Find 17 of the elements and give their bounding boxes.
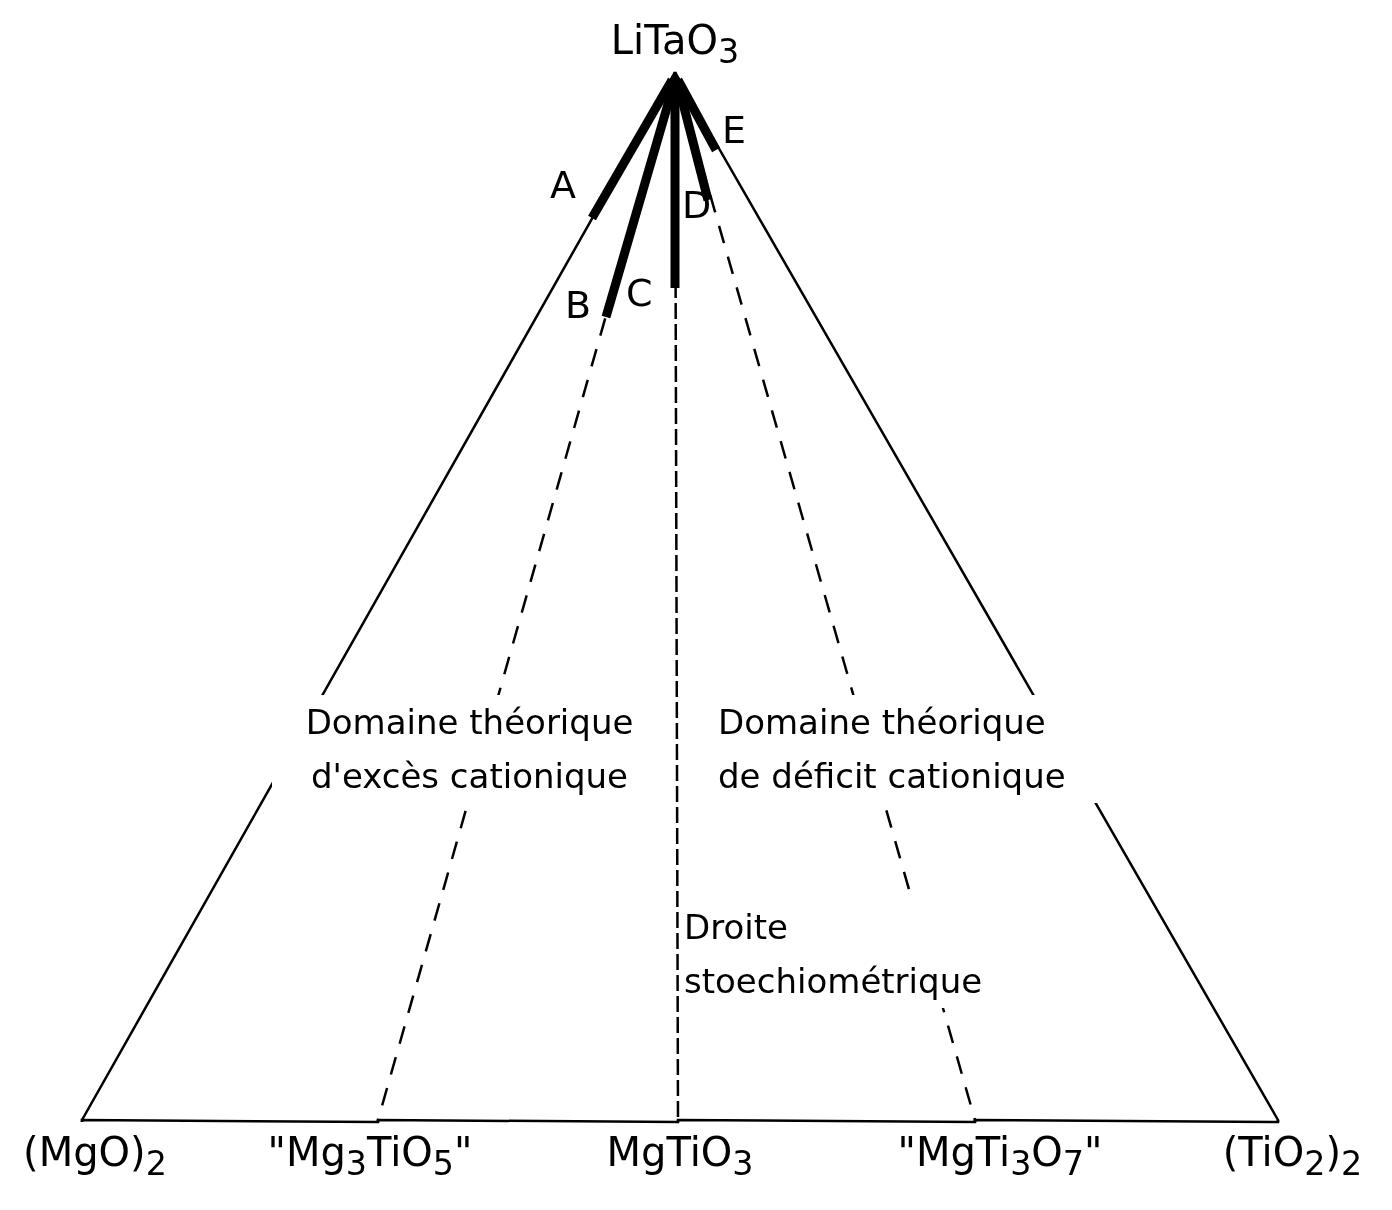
triangle-side bbox=[973, 1118, 1280, 1124]
triangle-side bbox=[676, 1118, 977, 1124]
compound-label: (TiO$_{2}$)$_{2}$ bbox=[1200, 1122, 1385, 1182]
compound-label: "MgTi$_{3}$O$_{7}$" bbox=[870, 1122, 1130, 1182]
segment-letter: C bbox=[626, 270, 653, 317]
triangle-side bbox=[673, 71, 1280, 1123]
compound-label: "Mg$_{3}$TiO$_{5}$" bbox=[240, 1122, 500, 1182]
compound-label: MgTiO$_{3}$ bbox=[580, 1122, 780, 1182]
compound-label: LiTaO$_{3}$ bbox=[605, 10, 745, 70]
segment-letter: B bbox=[565, 282, 592, 329]
compound-label: (MgO)$_{2}$ bbox=[5, 1122, 185, 1182]
dashed-line bbox=[376, 71, 677, 1123]
segment-letter: A bbox=[550, 162, 576, 209]
triangle-side bbox=[376, 1118, 680, 1124]
segment-letter: E bbox=[722, 107, 746, 154]
triangle-side bbox=[80, 1118, 380, 1124]
region-label: Domaine théorique de déficit cationique bbox=[718, 695, 1098, 803]
